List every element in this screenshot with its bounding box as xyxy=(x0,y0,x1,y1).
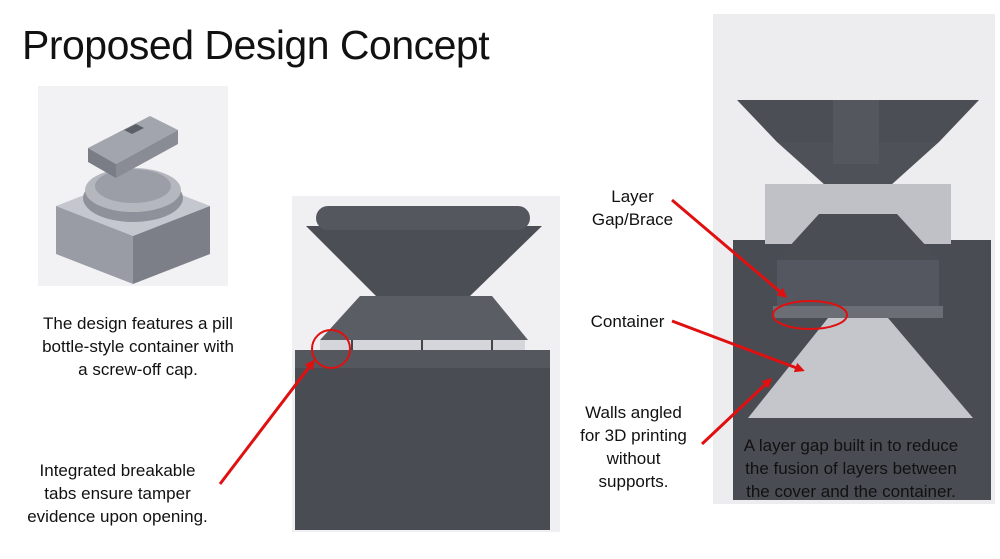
layer-gap-label-line: Gap/Brace xyxy=(591,210,674,229)
gap-caption-line: the cover and the container. xyxy=(746,482,956,501)
design-caption-line: The design features a pill xyxy=(43,314,233,333)
layer-gap-arrow xyxy=(671,198,788,298)
container-arrow xyxy=(671,319,805,373)
cross-section-model-image xyxy=(713,14,995,504)
layer-gap-label-line: Layer xyxy=(611,187,654,206)
tabs-caption-line: tabs ensure tamper xyxy=(44,484,191,503)
design-caption-line: bottle-style container with xyxy=(42,337,234,356)
tab-highlight-circle xyxy=(311,329,351,369)
walls-caption-line: without xyxy=(606,449,661,468)
front-view-model-image xyxy=(292,196,560,532)
gap-caption-line: A layer gap built in to reduce xyxy=(743,436,959,455)
tabs-caption-line: evidence upon opening. xyxy=(27,507,208,526)
slide-title: Proposed Design Concept xyxy=(22,22,490,68)
isometric-model-image xyxy=(38,86,228,286)
layer-gap-label: Layer Gap/Brace xyxy=(585,185,680,231)
tabs-arrow xyxy=(218,359,315,485)
design-caption: The design features a pill bottle-style … xyxy=(18,312,258,381)
design-caption-line: a screw-off cap. xyxy=(78,360,198,379)
walls-caption: Walls angled for 3D printing without sup… xyxy=(566,401,701,493)
tabs-caption: Integrated breakable tabs ensure tamper … xyxy=(10,459,225,528)
container-label: Container xyxy=(590,312,665,331)
walls-caption-line: for 3D printing xyxy=(580,426,687,445)
tabs-caption-line: Integrated breakable xyxy=(39,461,196,480)
gap-caption-line: the fusion of layers between xyxy=(745,459,957,478)
walls-caption-line: supports. xyxy=(598,472,669,491)
layer-gap-highlight-ellipse xyxy=(772,300,848,330)
gap-caption: A layer gap built in to reduce the fusio… xyxy=(716,434,986,503)
walls-caption-line: Walls angled xyxy=(585,403,682,422)
walls-arrow xyxy=(700,377,773,446)
